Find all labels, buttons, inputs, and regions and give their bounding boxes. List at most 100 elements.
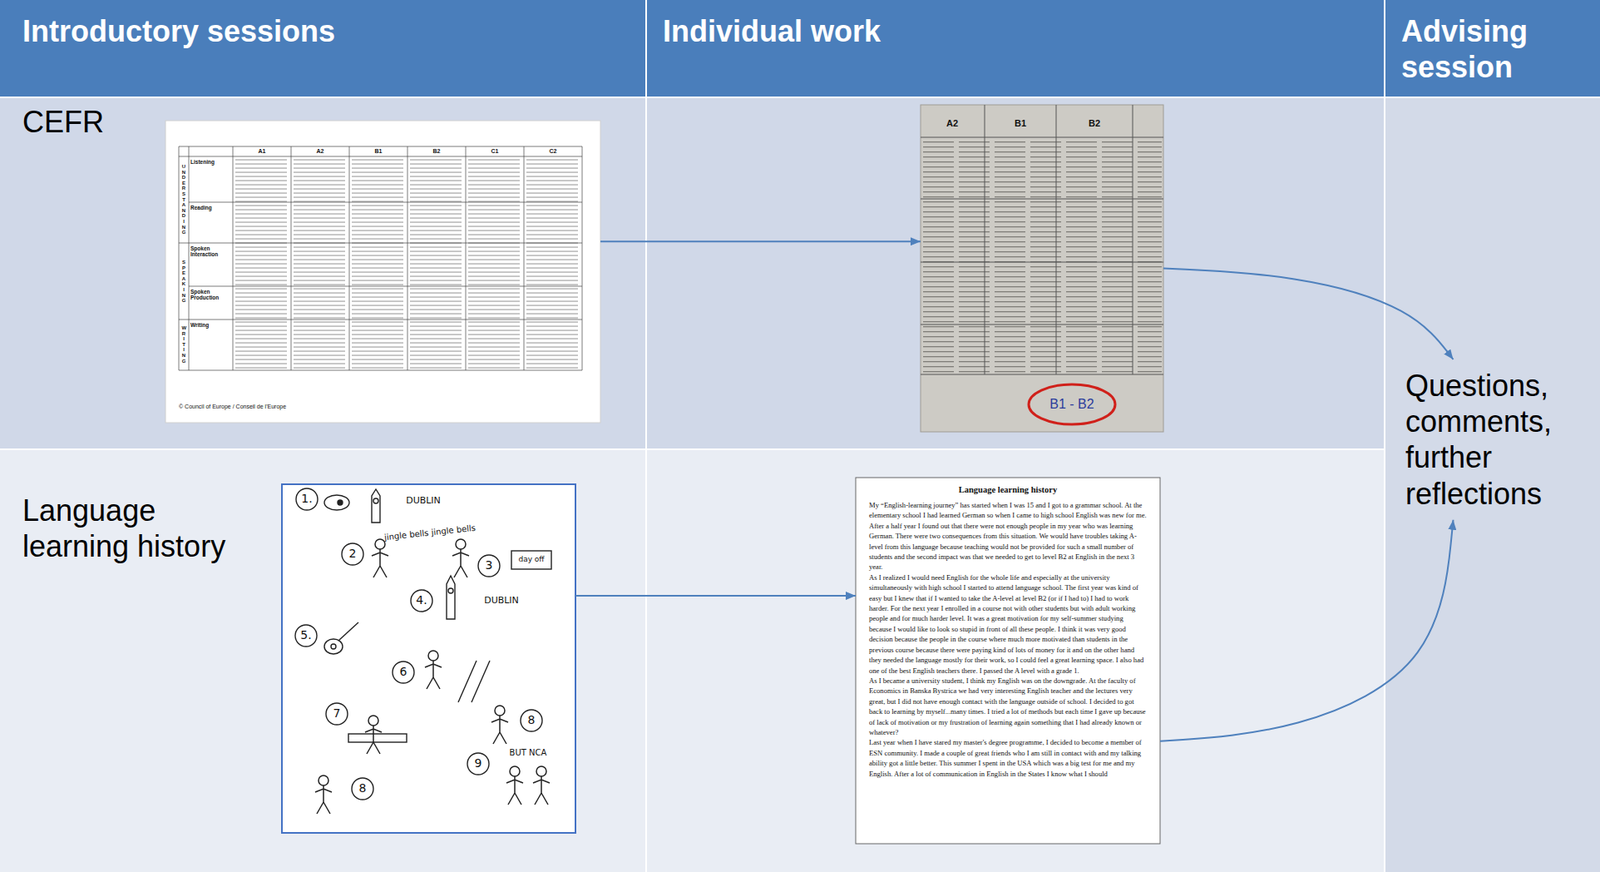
document-text: My “English-learning journey” has starte… bbox=[869, 499, 1147, 573]
photo-text: B1 bbox=[1014, 118, 1027, 129]
grid-label: C1 bbox=[491, 148, 499, 155]
grid-label: Spoken Interaction bbox=[190, 245, 232, 257]
illustration-part bbox=[506, 765, 524, 805]
illustration-part bbox=[920, 104, 1164, 432]
grid-label: Writing bbox=[190, 321, 232, 328]
photo-text: A2 bbox=[946, 118, 959, 129]
table-cell: Language learning history 1. DUBLIN jingle … bbox=[0, 449, 647, 872]
self-assessment-photo bbox=[920, 104, 1164, 432]
illustration-part bbox=[448, 587, 454, 593]
sketches bbox=[324, 488, 552, 742]
header-cell: Advising session bbox=[1384, 0, 1600, 98]
handwritten-text: 7 bbox=[333, 706, 341, 720]
column-heading: Individual work bbox=[662, 13, 1368, 50]
illustration-part bbox=[338, 622, 359, 641]
document-text: As I became a university student, I thin… bbox=[869, 675, 1147, 737]
illustration-part bbox=[392, 661, 415, 683]
illustration-part bbox=[315, 775, 332, 814]
grid-label: Spoken Production bbox=[190, 288, 232, 301]
row-heading: CEFR bbox=[22, 103, 156, 140]
column-ground bbox=[1384, 97, 1600, 872]
flow-arrow bbox=[575, 594, 856, 597]
handwritten-text: 4. bbox=[415, 593, 427, 607]
illustration-part bbox=[324, 638, 343, 654]
illustration-part bbox=[348, 733, 407, 742]
handwritten-text: DUBLIN bbox=[483, 595, 519, 606]
document-image: Language learning history My “English-lea… bbox=[855, 477, 1161, 844]
illustration-part bbox=[371, 488, 381, 523]
handwritten-text: 3 bbox=[485, 558, 494, 572]
illustration-part bbox=[296, 488, 318, 510]
row-ground bbox=[0, 97, 1385, 450]
illustration-part bbox=[520, 709, 543, 731]
table-cell: CEFRA1A2B1B2C1C2UNDERSTANDINGListeningRe… bbox=[0, 97, 647, 450]
handwritten-text: 8 bbox=[528, 713, 536, 726]
illustration-part bbox=[511, 550, 552, 569]
illustration-part bbox=[452, 538, 470, 578]
column-heading: Advising session bbox=[1401, 13, 1584, 85]
illustration-part bbox=[337, 499, 343, 505]
document-page bbox=[855, 477, 1161, 844]
illustration-part bbox=[923, 139, 1162, 373]
document-text: As I realized I would need English for t… bbox=[869, 572, 1147, 676]
handwritten-text: 1. bbox=[301, 492, 312, 505]
grid-label: UNDERSTANDING bbox=[181, 163, 186, 236]
cefr-grid-picture bbox=[165, 120, 601, 423]
handwritten-text: 8 bbox=[359, 781, 367, 795]
handwritten-text: 2 bbox=[349, 547, 357, 560]
grid-label: Listening bbox=[190, 158, 232, 165]
illustration-part bbox=[281, 483, 576, 833]
illustration-part bbox=[178, 146, 583, 371]
drawing-image: 1. DUBLIN jingle bells jingle bells 2 3 day o… bbox=[281, 483, 576, 833]
illustration-part bbox=[467, 752, 489, 775]
document-text: Last year when I have stared my master's… bbox=[869, 736, 1147, 779]
illustration-part bbox=[533, 765, 550, 805]
grid-label: SPEAKING bbox=[181, 259, 186, 304]
illustration-part bbox=[365, 715, 382, 754]
illustration-part bbox=[351, 777, 374, 800]
number-circles bbox=[295, 488, 543, 800]
handwritten-text: DUBLIN bbox=[405, 495, 441, 506]
illustration-part bbox=[410, 589, 433, 612]
row-ground bbox=[0, 449, 1385, 872]
header-cell: Introductory sessions bbox=[0, 0, 647, 98]
illustration-part bbox=[478, 554, 500, 577]
flow-arrow bbox=[600, 240, 921, 242]
illustration-part bbox=[234, 158, 583, 371]
grid-label: B2 bbox=[433, 148, 441, 155]
red-circle bbox=[1028, 384, 1116, 425]
illustration-part bbox=[341, 543, 364, 565]
history-drawing bbox=[281, 483, 576, 833]
self-assessment-photo: A2B1B2B1 - B2 bbox=[920, 104, 1164, 432]
handwritten-text: jingle bells jingle bells bbox=[384, 523, 477, 542]
grid-label: B1 bbox=[375, 148, 383, 155]
document-text: Language learning history bbox=[869, 483, 1147, 496]
handwritten-text: 9 bbox=[474, 756, 483, 770]
illustration-part bbox=[330, 643, 336, 649]
illustration-part bbox=[458, 660, 490, 702]
handwritten-text: 6 bbox=[400, 665, 408, 678]
note-box: Questions, comments, further reflections bbox=[1397, 359, 1585, 520]
grid-label: © Council of Europe / Conseil de l'Europ… bbox=[178, 403, 287, 410]
flow-arrow bbox=[1160, 519, 1454, 741]
handwritten-text: day off bbox=[518, 555, 544, 564]
note-text: Questions, comments, further reflections bbox=[1405, 367, 1576, 512]
illustration-part bbox=[371, 538, 389, 578]
illustration-part bbox=[324, 494, 350, 510]
row-heading: Language learning history bbox=[22, 492, 256, 564]
illustration-part bbox=[424, 650, 442, 689]
grid-label: Reading bbox=[190, 204, 232, 211]
column-heading: Introductory sessions bbox=[22, 13, 624, 50]
handwritten-text: 5. bbox=[300, 628, 312, 642]
cefr-grid-image: A1A2B1B2C1C2UNDERSTANDINGListeningReadin… bbox=[165, 120, 601, 423]
illustration-part bbox=[446, 575, 455, 619]
illustration-part bbox=[295, 624, 317, 647]
grid-label: C2 bbox=[549, 148, 558, 155]
grid-label: A1 bbox=[258, 148, 267, 155]
illustration-part bbox=[373, 498, 379, 504]
